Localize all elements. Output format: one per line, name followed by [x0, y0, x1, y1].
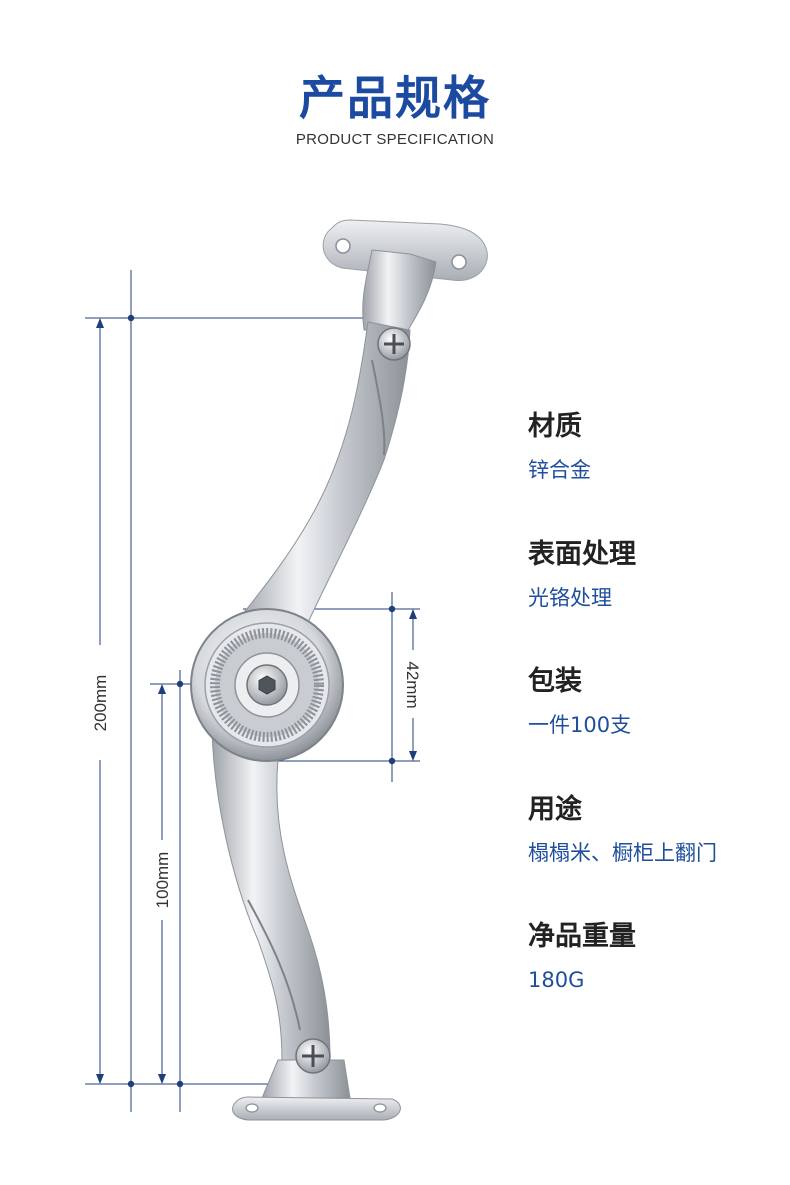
- spec-value: 榻榻米、橱柜上翻门: [528, 841, 717, 865]
- hex-socket-icon: [258, 675, 276, 695]
- bottom-plate-hole-right: [373, 1103, 387, 1113]
- spec-surface-treatment: 表面处理 光铬处理: [528, 538, 636, 612]
- spec-label: 用途: [528, 794, 582, 825]
- dimension-markers: [96, 314, 417, 1088]
- lower-arm: [211, 729, 331, 1061]
- dim-label-42mm: 42mm: [403, 661, 422, 708]
- top-mount-plate: [322, 219, 488, 281]
- spec-packaging: 包装 一件100支: [528, 665, 631, 739]
- spec-usage: 用途 榻榻米、橱柜上翻门: [528, 793, 717, 867]
- spec-label: 净品重量: [528, 921, 636, 952]
- spec-value: 一件100支: [528, 713, 632, 737]
- dim-label-100mm: 100mm: [153, 852, 172, 909]
- upper-arm: [237, 321, 411, 641]
- bottom-plate: [232, 1096, 401, 1121]
- spec-label: 包装: [528, 666, 582, 697]
- bottom-plate-hole-left: [245, 1103, 259, 1113]
- spec-label: 表面处理: [528, 539, 636, 570]
- top-screw-icon: [377, 327, 411, 361]
- bottom-screw-icon: [295, 1038, 331, 1074]
- page-subtitle: PRODUCT SPECIFICATION: [295, 131, 495, 148]
- spec-value: 光铬处理: [528, 586, 612, 610]
- page-title: 产品规格: [299, 71, 491, 125]
- top-plate-hole-left: [335, 238, 351, 254]
- spec-net-weight: 净品重量 180G: [528, 920, 636, 994]
- hinge-illustration: [190, 219, 488, 1121]
- dim-label-200mm: 200mm: [91, 675, 110, 732]
- top-plate-hole-right: [451, 254, 467, 270]
- top-bracket: [362, 249, 437, 331]
- spec-value: 锌合金: [528, 458, 591, 482]
- spec-material: 材质 锌合金: [528, 410, 591, 484]
- spec-value: 180G: [528, 968, 585, 992]
- spec-label: 材质: [528, 411, 582, 442]
